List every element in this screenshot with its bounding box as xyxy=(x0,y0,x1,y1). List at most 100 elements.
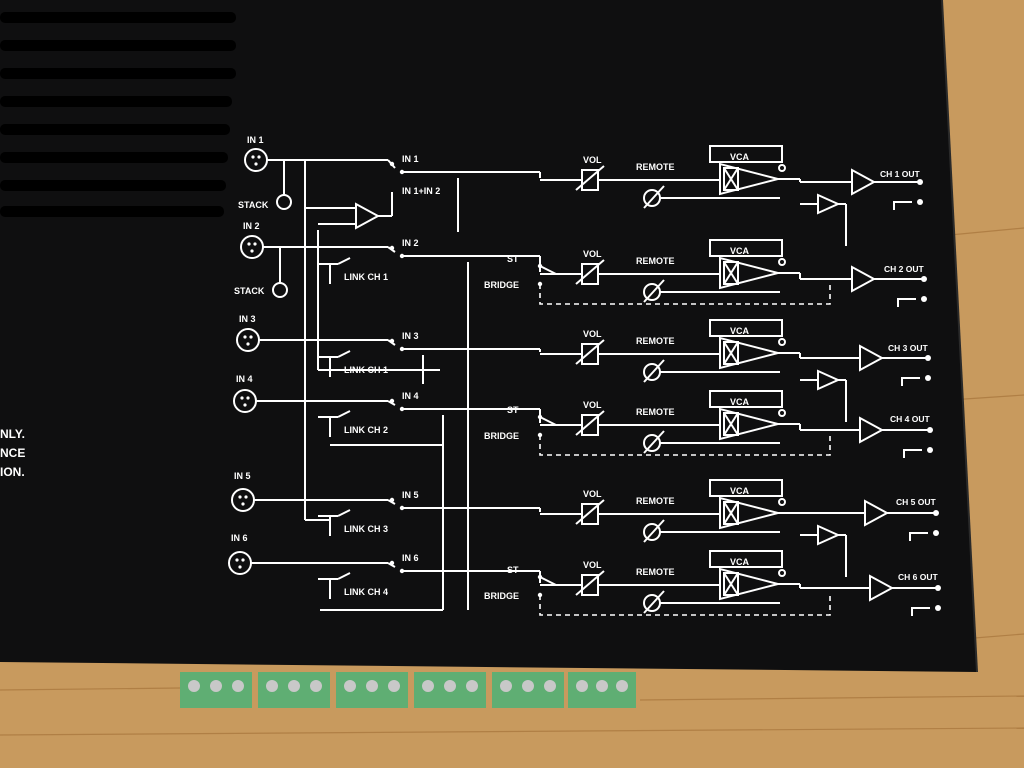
output-label-ch6: CH 6 OUT xyxy=(898,572,938,582)
side-text-line-1: NLY. xyxy=(0,427,25,441)
ground-icon xyxy=(897,298,916,307)
xlr-pin xyxy=(251,155,255,159)
st-label-ch2: ST xyxy=(507,254,519,264)
xlr-pin xyxy=(257,155,261,159)
pot-arrow xyxy=(575,339,605,365)
output-label-ch2: CH 2 OUT xyxy=(884,264,924,274)
ground-icon xyxy=(903,449,922,458)
st-label-ch6: ST xyxy=(507,565,519,575)
output-amp-icon xyxy=(851,265,877,293)
vol-label-ch6: VOL xyxy=(583,560,602,570)
stack-circuit xyxy=(272,160,393,298)
xlr-pin xyxy=(243,335,247,339)
switch-label-in6: IN 6 xyxy=(402,553,419,563)
xlr-pin xyxy=(235,558,239,562)
link-blade xyxy=(337,257,351,265)
vca-cross xyxy=(723,501,739,525)
vca-node xyxy=(778,569,786,577)
terminal-blocks xyxy=(180,672,636,708)
vca-box xyxy=(709,239,783,257)
terminal-block xyxy=(258,672,330,708)
remote-label-ch2: REMOTE xyxy=(636,256,675,266)
output-terminal xyxy=(917,199,923,205)
xlr-pin xyxy=(249,335,253,339)
xlr-pin xyxy=(241,558,245,562)
terminal-block xyxy=(568,672,636,708)
output-terminal xyxy=(917,179,923,185)
ground-icon xyxy=(901,377,920,386)
vol-label-ch3: VOL xyxy=(583,329,602,339)
output-terminal xyxy=(921,276,927,282)
vol-label-ch1: VOL xyxy=(583,155,602,165)
input-label-in4: IN 4 xyxy=(236,374,253,384)
side-text-line-3: ION. xyxy=(0,465,25,479)
output-terminal xyxy=(927,447,933,453)
vca-label-ch5: VCA xyxy=(730,486,750,496)
xlr-pin xyxy=(253,242,257,246)
switch-contact xyxy=(389,497,395,503)
vca-box xyxy=(709,390,783,408)
output-terminal xyxy=(933,510,939,516)
ground-icon xyxy=(909,532,928,541)
vca-block-icon xyxy=(723,572,739,596)
vca-node xyxy=(778,258,786,266)
vca-block-icon xyxy=(723,167,739,191)
vca-cross xyxy=(723,572,739,596)
remote-label-ch6: REMOTE xyxy=(636,567,675,577)
output-amp-icon xyxy=(869,574,895,602)
bridge-dashed-link xyxy=(539,433,831,456)
pot-arrow xyxy=(575,410,605,436)
output-terminal xyxy=(927,427,933,433)
remote-label-ch5: REMOTE xyxy=(636,496,675,506)
xlr-pin xyxy=(240,396,244,400)
link-blade xyxy=(337,410,351,418)
xlr-pin xyxy=(250,249,254,253)
pot-arrow xyxy=(575,570,605,596)
output-amp-icon xyxy=(859,344,885,372)
remote-arrow xyxy=(643,279,665,303)
vca-label-ch1: VCA xyxy=(730,152,750,162)
pot-arrow xyxy=(575,165,605,191)
vca-label-ch6: VCA xyxy=(730,557,750,567)
remote-arrow xyxy=(643,185,665,209)
vca-box xyxy=(709,319,783,337)
switch-alt-label-in1: IN 1+IN 2 xyxy=(402,186,440,196)
vca-box xyxy=(709,550,783,568)
switch-label-in4: IN 4 xyxy=(402,391,419,401)
xlr-pin xyxy=(238,495,242,499)
st-label-ch4: ST xyxy=(507,405,519,415)
input-label-in5: IN 5 xyxy=(234,471,251,481)
vca-cross xyxy=(723,341,739,365)
vol-label-ch2: VOL xyxy=(583,249,602,259)
bridge-label-ch6: BRIDGE xyxy=(484,591,519,601)
pot-arrow xyxy=(575,259,605,285)
vca-cross xyxy=(723,261,739,285)
remote-label-ch3: REMOTE xyxy=(636,336,675,346)
switch-contact xyxy=(389,338,395,344)
input-label-in3: IN 3 xyxy=(239,314,256,324)
vca-label-ch2: VCA xyxy=(730,246,750,256)
output-terminal xyxy=(933,530,939,536)
link-blade xyxy=(337,350,351,358)
vca-cross xyxy=(723,167,739,191)
link-label-ch5: LINK CH 3 xyxy=(344,524,388,534)
ground-icon xyxy=(911,607,930,616)
link-blade xyxy=(337,572,351,580)
output-label-ch4: CH 4 OUT xyxy=(890,414,930,424)
link-label-ch4: LINK CH 2 xyxy=(344,425,388,435)
vol-label-ch5: VOL xyxy=(583,489,602,499)
remote-arrow xyxy=(643,590,665,614)
switch-contact xyxy=(389,245,395,251)
xlr-pin xyxy=(243,403,247,407)
input-label-in1: IN 1 xyxy=(247,135,264,145)
input-label-in6: IN 6 xyxy=(231,533,248,543)
xlr-pin xyxy=(246,396,250,400)
output-terminal xyxy=(925,375,931,381)
remote-label-ch4: REMOTE xyxy=(636,407,675,417)
vca-amp-icon xyxy=(719,496,782,530)
switch-label-in5: IN 5 xyxy=(402,490,419,500)
xlr-pin xyxy=(244,495,248,499)
output-terminal xyxy=(921,296,927,302)
summing-amp-icon xyxy=(355,202,381,230)
